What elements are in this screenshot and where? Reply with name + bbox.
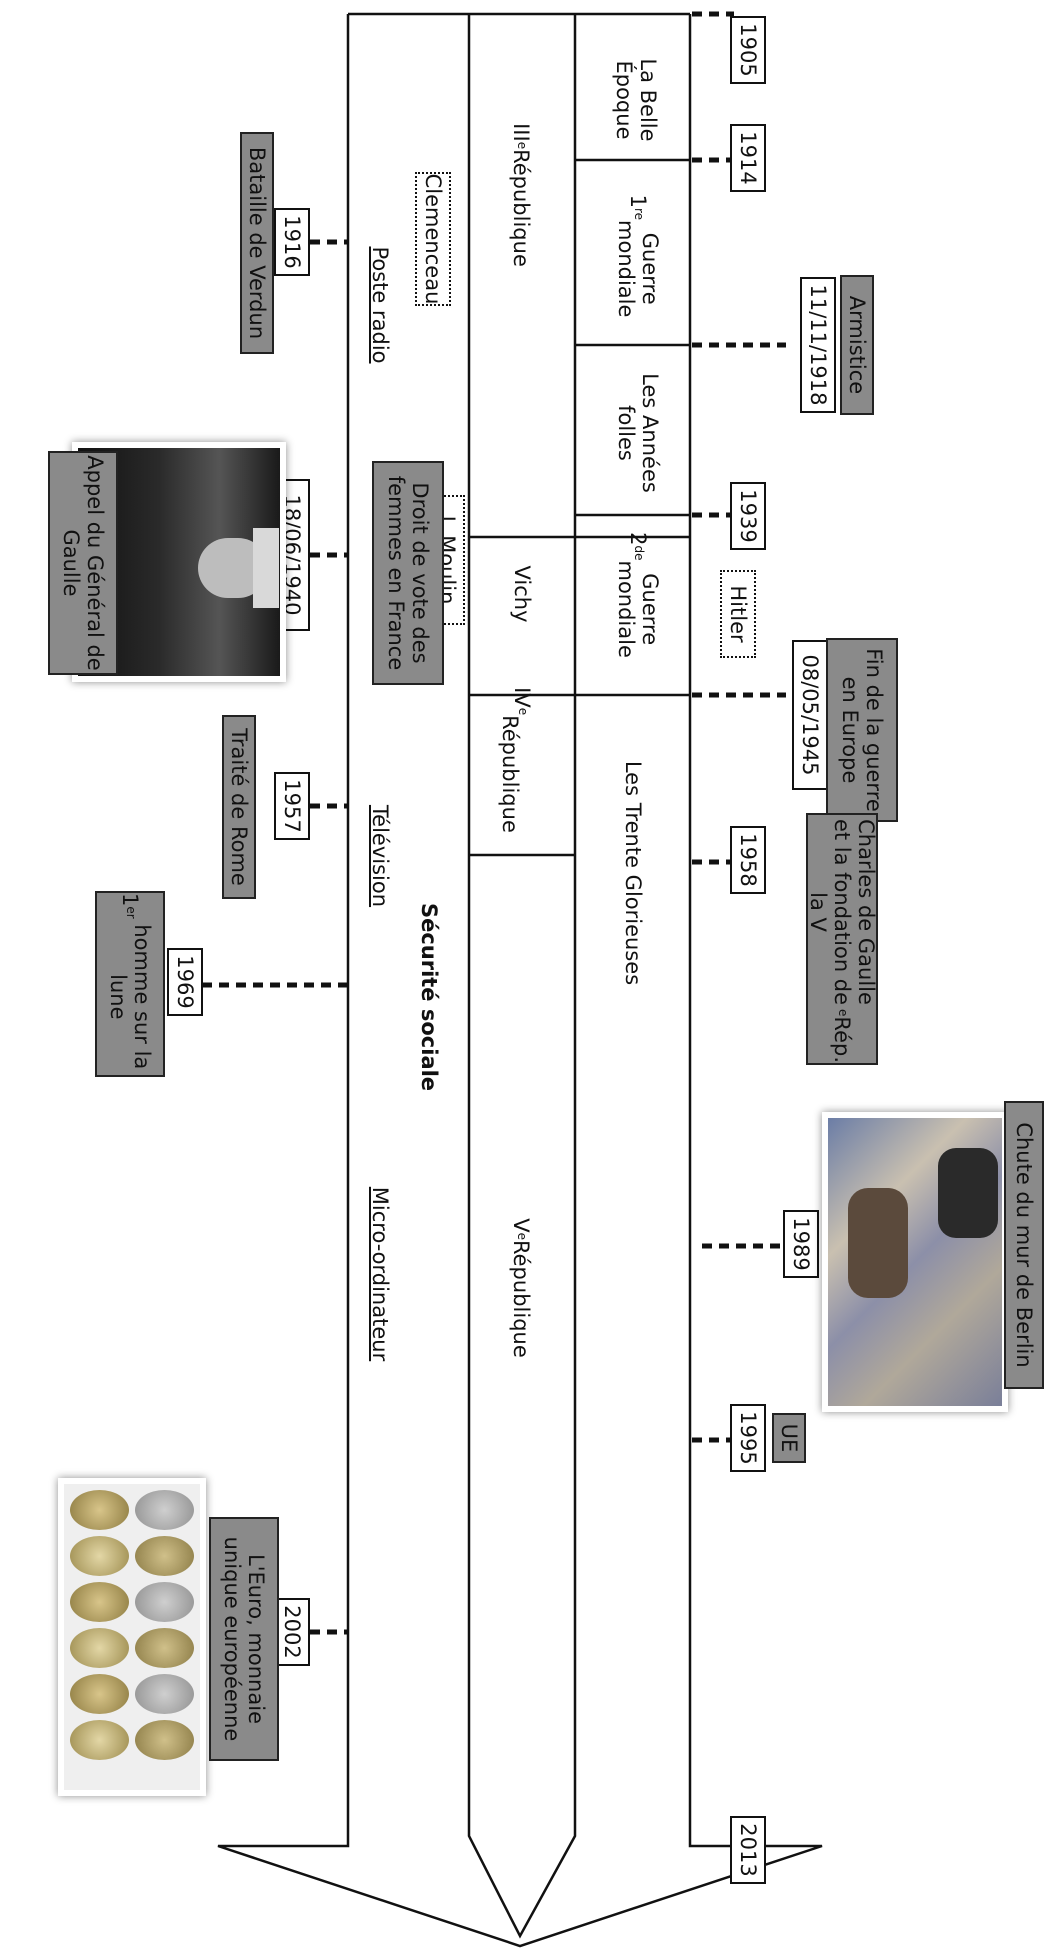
date-1957: 1957 bbox=[274, 772, 310, 840]
berlin-wall-photo bbox=[822, 1112, 1008, 1412]
invention-micro-ordinateur: Micro-ordinateur bbox=[368, 1186, 392, 1362]
person-hitler: Hitler bbox=[720, 570, 756, 658]
person-clemenceau: Clemenceau bbox=[415, 172, 451, 306]
label-fin-guerre: Fin de la guerre en Europe bbox=[826, 638, 898, 822]
date-2002: 2002 bbox=[274, 1598, 310, 1666]
social-securite-sociale: Sécurité sociale bbox=[417, 902, 441, 1092]
date-1969: 1969 bbox=[167, 948, 203, 1016]
date-1916: 1916 bbox=[274, 208, 310, 276]
label-armistice: Armistice bbox=[840, 275, 874, 415]
invention-radio: Poste radio bbox=[368, 246, 392, 364]
date-fin-guerre: 08/05/1945 bbox=[792, 640, 828, 790]
year-2013: 2013 bbox=[730, 1816, 766, 1884]
period-trente-glorieuses: Les Trente Glorieuses bbox=[621, 760, 646, 986]
year-1958: 1958 bbox=[730, 826, 766, 894]
label-traite-rome: Traité de Rome bbox=[222, 715, 256, 899]
date-armistice: 11/11/1918 bbox=[800, 277, 836, 413]
regime-vichy: Vichy bbox=[510, 565, 535, 623]
social-droit-vote: Droit de vote des femmes en France bbox=[372, 461, 444, 685]
label-euro: L'Euro, monnaie unique européenne bbox=[209, 1517, 279, 1761]
year-1989: 1989 bbox=[783, 1210, 819, 1278]
year-1905: 1905 bbox=[730, 16, 766, 84]
invention-television: Télévision bbox=[368, 804, 392, 908]
label-ve-republique: Charles de Gaulle et la fondation de la … bbox=[806, 813, 878, 1065]
label-ue: UE bbox=[772, 1413, 806, 1463]
euro-coins-photo bbox=[58, 1478, 206, 1796]
year-1939: 1939 bbox=[730, 482, 766, 550]
label-appel: Appel du Général de Gaulle bbox=[48, 451, 118, 675]
year-1995: 1995 bbox=[730, 1404, 766, 1472]
year-1914: 1914 bbox=[730, 124, 766, 192]
label-verdun: Bataille de Verdun bbox=[240, 132, 274, 354]
label-berlin: Chute du mur de Berlin bbox=[1004, 1101, 1044, 1389]
